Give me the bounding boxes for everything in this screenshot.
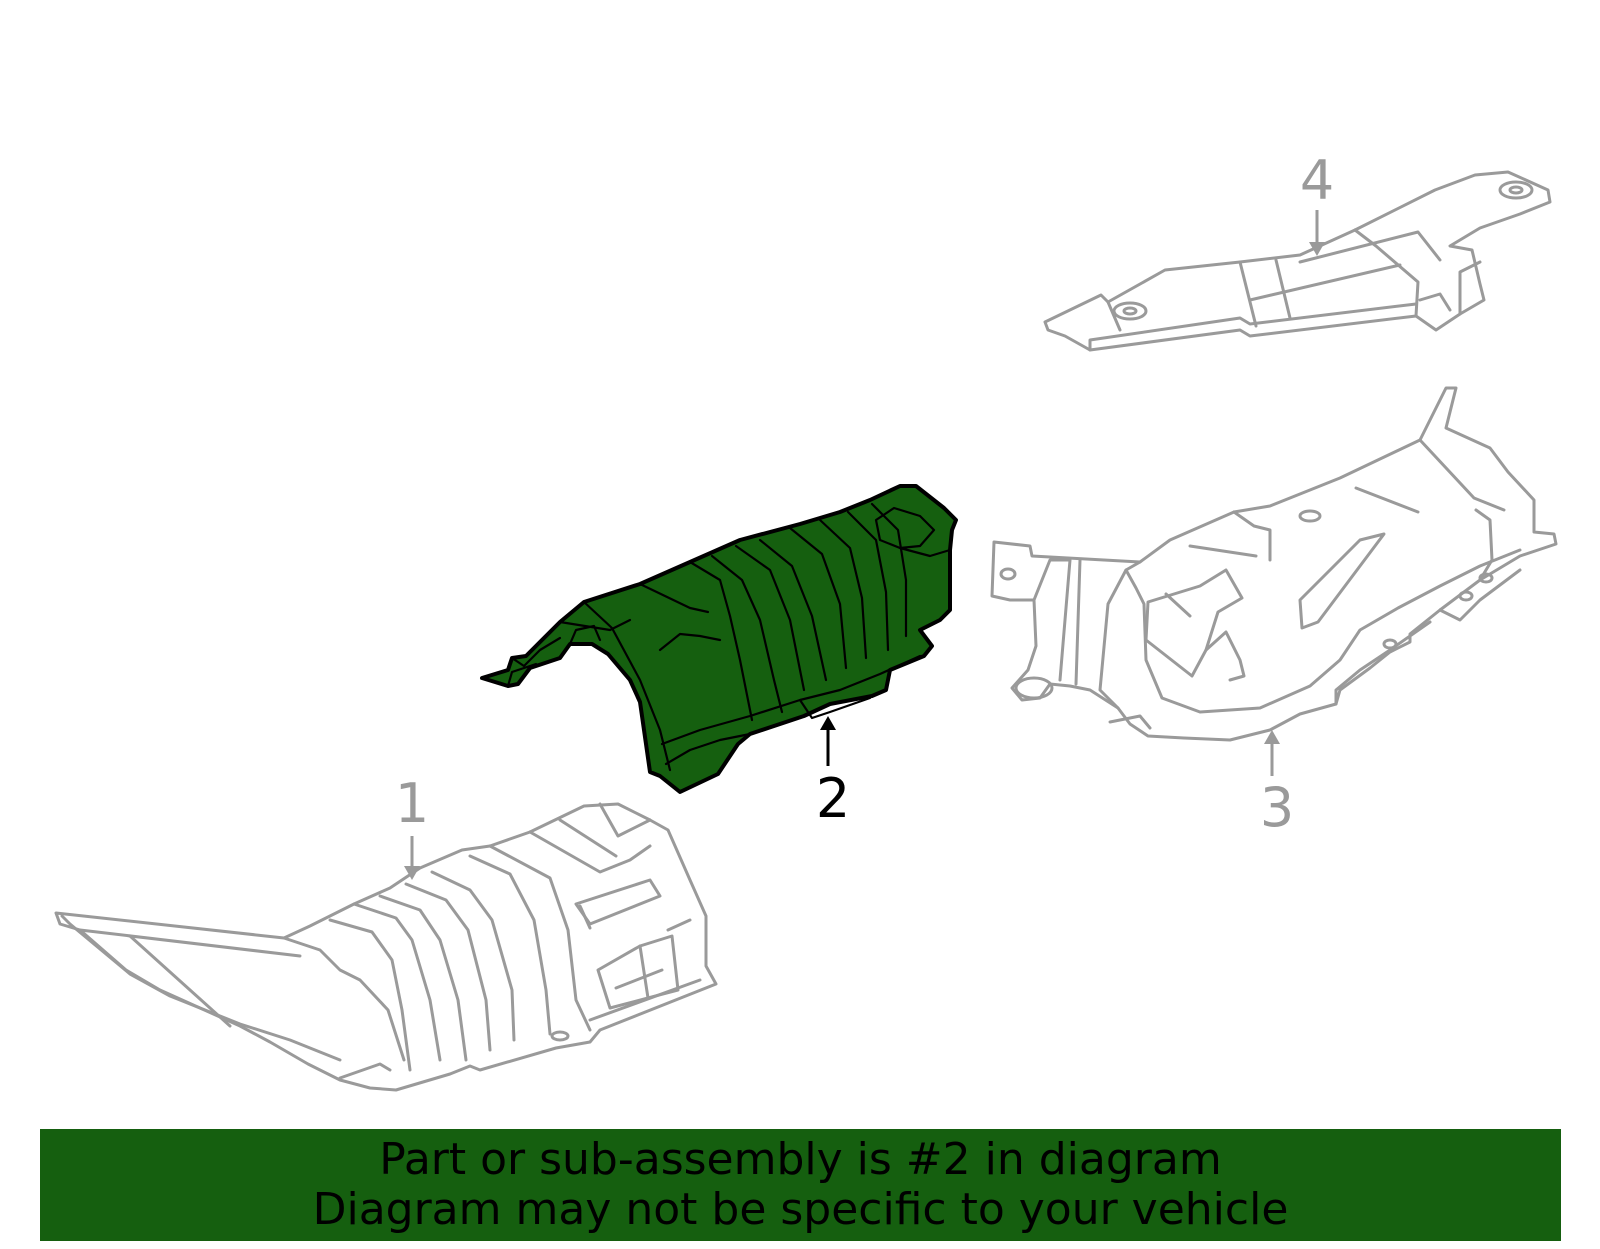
- banner-line-2: Diagram may not be specific to your vehi…: [312, 1184, 1289, 1235]
- part-3-heat-shield[interactable]: [990, 386, 1558, 742]
- part-1-heat-shield[interactable]: [54, 802, 718, 1092]
- callout-2-label: 2: [816, 767, 850, 830]
- callout-4: 4: [1300, 149, 1334, 256]
- info-banner: Part or sub-assembly is #2 in diagram Di…: [40, 1129, 1561, 1241]
- callout-1-label: 1: [395, 772, 429, 835]
- callout-2: 2: [816, 716, 850, 830]
- part-2-heat-shield-highlighted[interactable]: [480, 484, 958, 794]
- callout-3-label: 3: [1260, 776, 1294, 839]
- callout-4-label: 4: [1300, 149, 1334, 212]
- callout-1: 1: [395, 772, 429, 880]
- banner-line-1: Part or sub-assembly is #2 in diagram: [379, 1134, 1222, 1185]
- callout-3: 3: [1260, 730, 1294, 839]
- part-4-bracket[interactable]: [1043, 170, 1552, 352]
